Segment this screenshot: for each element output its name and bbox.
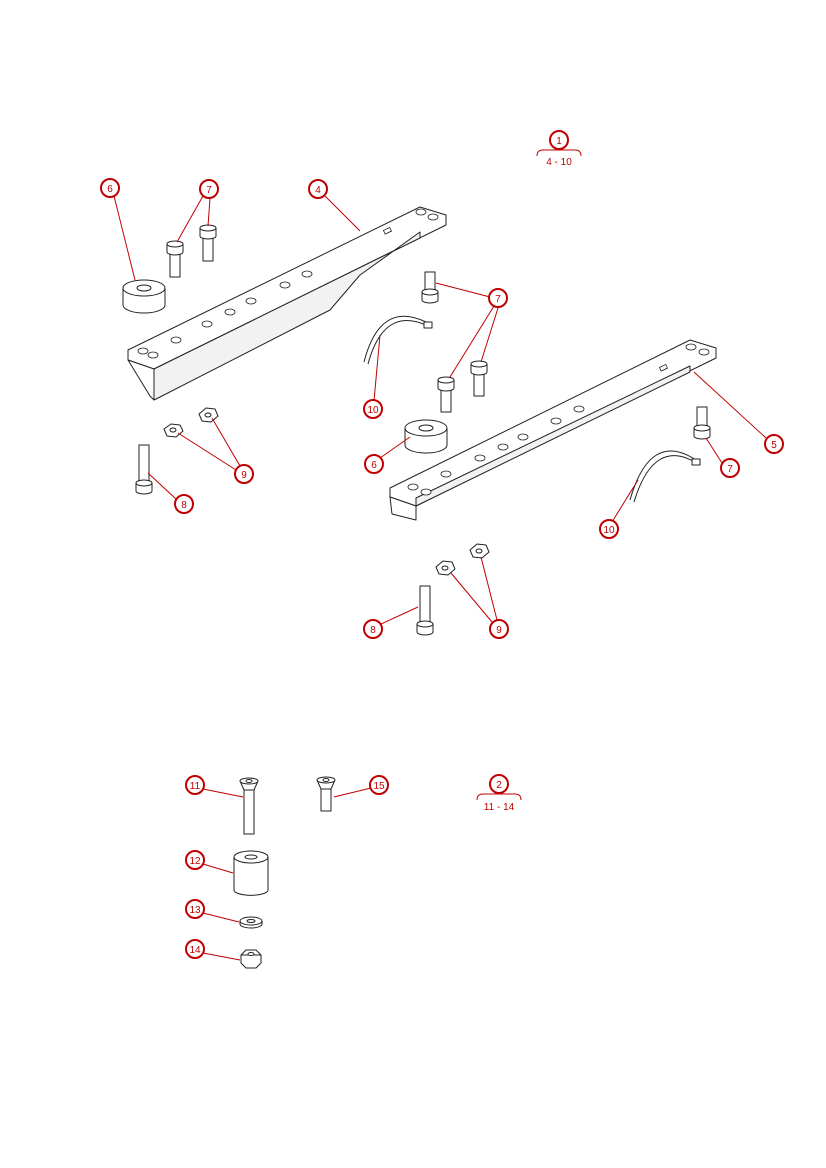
- group-1-header: 1 4 - 10: [536, 130, 582, 168]
- callout-circle: [363, 619, 383, 639]
- part-7-screw-c: [421, 271, 439, 304]
- part-7-screw-d: [437, 376, 455, 413]
- part-6-spacer-right: [404, 419, 448, 454]
- callout-circle: [234, 464, 254, 484]
- callout-14: 14: [185, 939, 205, 959]
- callout-13: 13: [185, 899, 205, 919]
- part-8-screw-left: [135, 444, 153, 495]
- part-15-countersunk-screw: [316, 776, 336, 812]
- callout-10: 10: [599, 519, 619, 539]
- callout-number: 10: [367, 405, 379, 416]
- part-4-bracket: [127, 206, 447, 401]
- callout-circle: [764, 434, 784, 454]
- part-14-hex-nut: [240, 949, 262, 969]
- callout-number: 6: [107, 184, 113, 195]
- callout-8: 8: [174, 494, 194, 514]
- callout-6: 6: [100, 178, 120, 198]
- callout-circle: [185, 899, 205, 919]
- part-9-nut-d: [469, 543, 490, 559]
- part-9-nut-c: [435, 560, 456, 576]
- callout-number: 8: [181, 500, 187, 511]
- callout-circle: [100, 178, 120, 198]
- callout-circle: [599, 519, 619, 539]
- callout-number: 9: [496, 625, 502, 636]
- group-1-number: 1: [556, 136, 562, 147]
- callout-circle: [185, 775, 205, 795]
- callout-number: 6: [371, 460, 377, 471]
- callout-number: 4: [315, 185, 321, 196]
- part-7-screw-a: [166, 240, 184, 278]
- callout-7: 7: [488, 288, 508, 308]
- group-2-range: 11 - 14: [484, 802, 515, 813]
- callout-12: 12: [185, 850, 205, 870]
- group-1-range: 4 - 10: [546, 157, 572, 168]
- callout-number: 15: [373, 781, 385, 792]
- callout-bubbles: 6 7 4 7 10 5 7 6 9 8 10 8 9 11 15 12 13 …: [100, 178, 784, 959]
- part-10-clip-upper: [363, 315, 433, 365]
- callout-circle: [185, 850, 205, 870]
- callout-10: 10: [363, 399, 383, 419]
- callout-number: 10: [603, 525, 615, 536]
- part-11-countersunk-bolt: [239, 777, 259, 835]
- group-2-number: 2: [496, 780, 502, 791]
- callout-circle: [308, 179, 328, 199]
- callout-15: 15: [369, 775, 389, 795]
- callout-number: 9: [241, 470, 247, 481]
- part-8-screw-right: [416, 585, 434, 636]
- callout-number: 8: [370, 625, 376, 636]
- callout-number: 7: [495, 294, 501, 305]
- callout-circle: [488, 288, 508, 308]
- callout-4: 4: [308, 179, 328, 199]
- callout-number: 5: [771, 440, 777, 451]
- callout-circle: [364, 454, 384, 474]
- part-5-bracket: [389, 339, 717, 521]
- callout-9: 9: [234, 464, 254, 484]
- leader-lines: [113, 195, 767, 961]
- callout-5: 5: [764, 434, 784, 454]
- callout-circle: [185, 939, 205, 959]
- part-7-screw-e: [470, 360, 488, 397]
- part-7-screw-f: [693, 406, 711, 440]
- part-6-spacer-left: [122, 279, 166, 314]
- callout-number: 7: [727, 464, 733, 475]
- callout-number: 12: [189, 856, 201, 867]
- callout-number: 7: [206, 185, 212, 196]
- callout-circle: [199, 179, 219, 199]
- callout-circle: [369, 775, 389, 795]
- part-10-clip-lower: [629, 450, 701, 503]
- callout-9: 9: [489, 619, 509, 639]
- callout-6: 6: [364, 454, 384, 474]
- callout-7: 7: [720, 458, 740, 478]
- callout-number: 13: [189, 905, 201, 916]
- part-13-washer: [239, 916, 263, 929]
- callout-number: 11: [190, 781, 201, 792]
- callout-circle: [489, 619, 509, 639]
- callout-circle: [363, 399, 383, 419]
- callout-8: 8: [363, 619, 383, 639]
- callout-7: 7: [199, 179, 219, 199]
- part-9-nut-b: [198, 407, 219, 423]
- callout-circle: [720, 458, 740, 478]
- part-7-screw-b: [199, 224, 217, 262]
- part-9-nut-a: [163, 423, 184, 438]
- callout-circle: [174, 494, 194, 514]
- group-2-header: 2 11 - 14: [476, 774, 522, 813]
- callout-11: 11: [185, 775, 205, 795]
- part-12-sleeve: [233, 850, 269, 896]
- callout-number: 14: [189, 945, 201, 956]
